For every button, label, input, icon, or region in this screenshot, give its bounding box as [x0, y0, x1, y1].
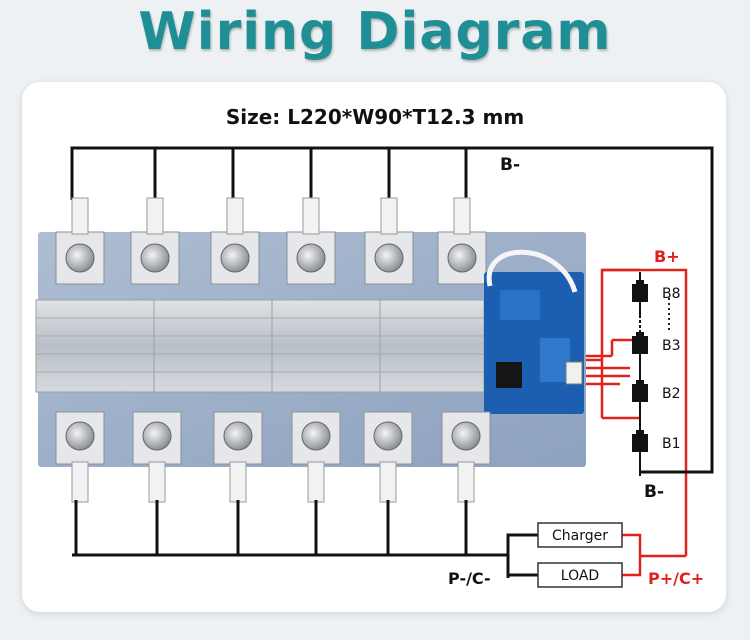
size-label: Size: L220*W90*T12.3 mm: [226, 105, 524, 129]
heatsink-array: [35, 299, 485, 393]
bottom-terminals: [55, 411, 491, 503]
cell-label: B3: [662, 338, 681, 354]
cell-label: B1: [662, 436, 681, 452]
top-terminals: [55, 197, 487, 285]
page-title: Wiring Diagram: [138, 2, 612, 62]
charger-label: Charger: [552, 528, 608, 544]
cell-b8: B8: [632, 280, 681, 302]
b-minus-bottom-label: B-: [644, 482, 664, 502]
cell-b3: B3: [632, 332, 681, 354]
b-minus-top-label: B-: [500, 155, 520, 175]
charger-box: Charger: [537, 522, 623, 548]
p-minus-label: P-/C-: [448, 569, 491, 588]
bottom-p-minus-wire: [72, 500, 538, 578]
bms-pcb: [484, 249, 584, 414]
cell-label: B8: [662, 286, 681, 302]
cell-label: B2: [662, 386, 681, 402]
cell-b2: B2: [632, 380, 681, 402]
cell-b1: B1: [632, 430, 681, 452]
load-box: LOAD: [537, 562, 623, 588]
b-plus-label: B+: [654, 247, 680, 266]
load-label: LOAD: [561, 568, 599, 584]
p-plus-label: P+/C+: [648, 569, 704, 588]
